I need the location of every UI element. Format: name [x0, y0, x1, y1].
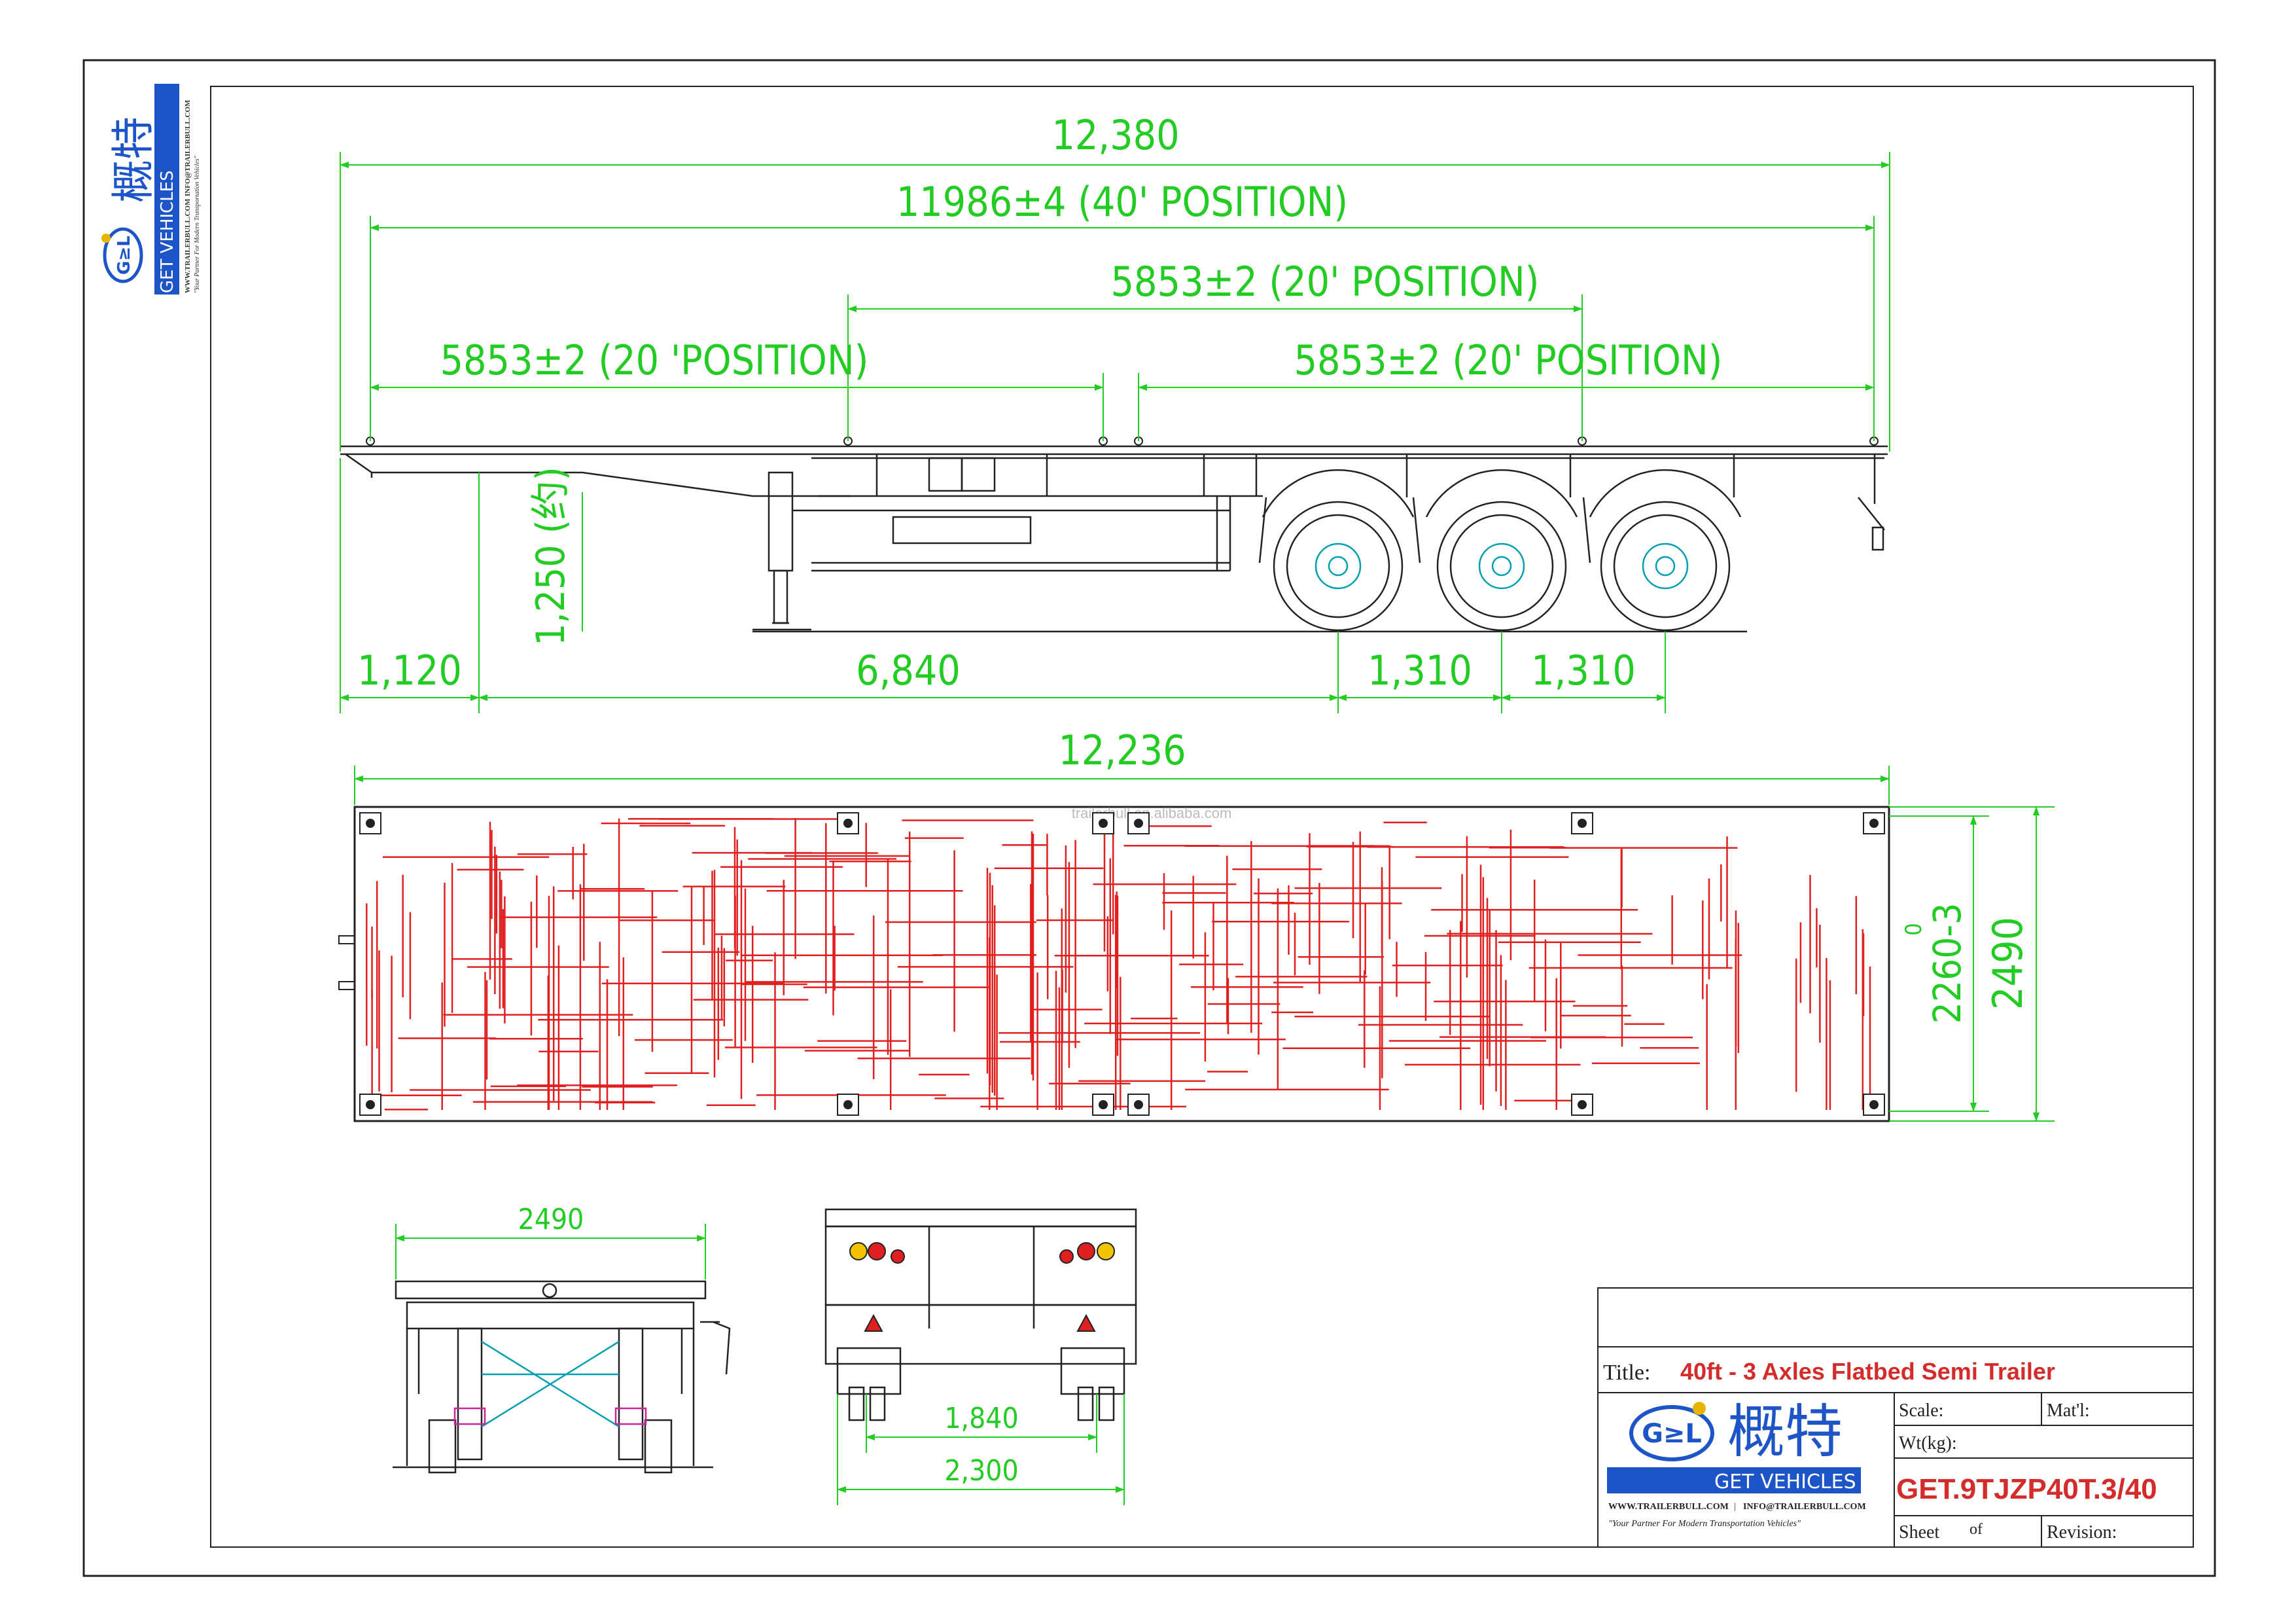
twistlock-pin: [1869, 819, 1879, 828]
title-block: [1597, 1287, 2194, 1548]
top-view-outline: [353, 806, 1890, 1122]
dim-40ft-position: 11986±4 (40' POSITION): [896, 178, 1348, 226]
weight-label: Wt(kg):: [1899, 1433, 1957, 1454]
sheet-label: Sheet: [1899, 1522, 1939, 1543]
wheel-axle-1: [1262, 469, 1415, 632]
svg-text:G≥L: G≥L: [1642, 1419, 1702, 1449]
twistlock-pin: [366, 819, 375, 828]
dim-front-width: 2490: [518, 1203, 584, 1236]
material-label: Mat'l:: [2047, 1400, 2090, 1421]
dim-axle-spacing-2: 1,310: [1531, 647, 1636, 694]
svg-text:G≥L: G≥L: [115, 236, 134, 275]
twistlock-pin: [1099, 819, 1108, 828]
of-label: of: [1969, 1521, 1983, 1538]
title-logo-brand-cn: 概特: [1727, 1398, 1843, 1465]
dim-kingpin-to-axle: 6,840: [856, 647, 961, 694]
dim-20ft-position-middle: 5853±2 (20' POSITION): [1111, 258, 1540, 306]
dim-overall-length: 12,380: [1051, 111, 1179, 159]
twistlock-pin: [1578, 819, 1587, 828]
dim-inner-width: 2260-3: [1925, 903, 1969, 1024]
front-view-dimensions: [395, 1224, 706, 1279]
title-logo-emblem-icon: G≥L: [1629, 1402, 1714, 1461]
dim-rear-track-inner: 1,840: [944, 1402, 1018, 1435]
logo-strip: GET VEHICLES 概特 WWW.TRAILERBULL.COM INFO…: [101, 84, 201, 294]
top-view-dimensions: [354, 766, 2055, 1122]
twistlock-pin: [843, 1100, 853, 1109]
dim-20ft-position-front: 5853±2 (20 'POSITION): [440, 336, 869, 384]
dim-top-overall-length: 12,236: [1058, 726, 1186, 774]
title-block-logo: G≥L 概特 GET VEHICLES WWW.TRAILERBULL.COM …: [1607, 1398, 1866, 1529]
side-view-dimensions: [340, 152, 1890, 713]
dim-front-overhang: 1,120: [357, 647, 462, 694]
rear-view-dimensions: [837, 1394, 1125, 1505]
title-label: Title:: [1603, 1361, 1650, 1385]
title-logo-website: WWW.TRAILERBULL.COM: [1608, 1502, 1729, 1512]
wheel-axle-3: [1589, 469, 1742, 632]
dim-kingpin-height: 1,250 (约): [528, 467, 574, 646]
rear-view-lamps: [849, 1242, 1115, 1264]
twistlock-pin: [1134, 819, 1143, 828]
title-logo-separator: |: [1734, 1502, 1736, 1512]
top-view-twistlocks: [359, 812, 1885, 1116]
logo-brand-en-vertical: GET VEHICLES: [158, 170, 177, 293]
rear-view: [824, 1208, 1137, 1421]
side-view: [340, 445, 1888, 633]
dim-inner-width-tolerance: 0: [1901, 923, 1927, 935]
logo-slogan-vertical: "Your Partner For Modern Transportation …: [194, 155, 201, 293]
twistlock-pin: [1578, 1100, 1587, 1109]
inner-border: [210, 86, 2194, 1548]
dim-overall-width: 2490: [1984, 917, 2032, 1010]
top-view-floor-hatch: [366, 818, 1871, 1111]
side-view-wheels: [1258, 469, 1742, 632]
drawing-title: 40ft - 3 Axles Flatbed Semi Trailer: [1680, 1358, 2055, 1385]
logo-brand-cn-vertical: 概特: [108, 116, 158, 203]
twistlock-pin: [1134, 1100, 1143, 1109]
dim-20ft-position-rear: 5853±2 (20' POSITION): [1294, 336, 1723, 384]
twistlock-box: [1571, 812, 1593, 834]
twistlock-pin: [843, 819, 853, 828]
twistlock-pin: [366, 1100, 375, 1109]
front-view: [393, 1280, 731, 1474]
revision-label: Revision:: [2047, 1522, 2117, 1543]
outer-border: [82, 59, 2216, 1577]
dim-rear-track-outer: 2,300: [944, 1454, 1018, 1488]
logo-website-vertical: WWW.TRAILERBULL.COM: [184, 198, 192, 293]
logo-emblem-icon: G≥L: [101, 227, 143, 283]
logo-email-vertical: INFO@TRAILERBULL.COM: [184, 99, 192, 196]
scale-label: Scale:: [1899, 1400, 1943, 1421]
side-twistlocks: [366, 437, 1879, 446]
title-logo-slogan: "Your Partner For Modern Transportation …: [1608, 1519, 1801, 1529]
title-logo-email: INFO@TRAILERBULL.COM: [1743, 1502, 1866, 1512]
drawing-number: GET.9TJZP40T.3/40: [1896, 1473, 2157, 1505]
twistlock-pin: [1869, 1100, 1879, 1109]
twistlock-pin: [1099, 1100, 1108, 1109]
top-view: trailerbull.en.alibaba.com: [338, 805, 1890, 1122]
title-logo-brand-en: GET VEHICLES: [1714, 1471, 1856, 1493]
wheel-axle-2: [1425, 469, 1578, 632]
dim-axle-spacing-1: 1,310: [1368, 647, 1472, 694]
